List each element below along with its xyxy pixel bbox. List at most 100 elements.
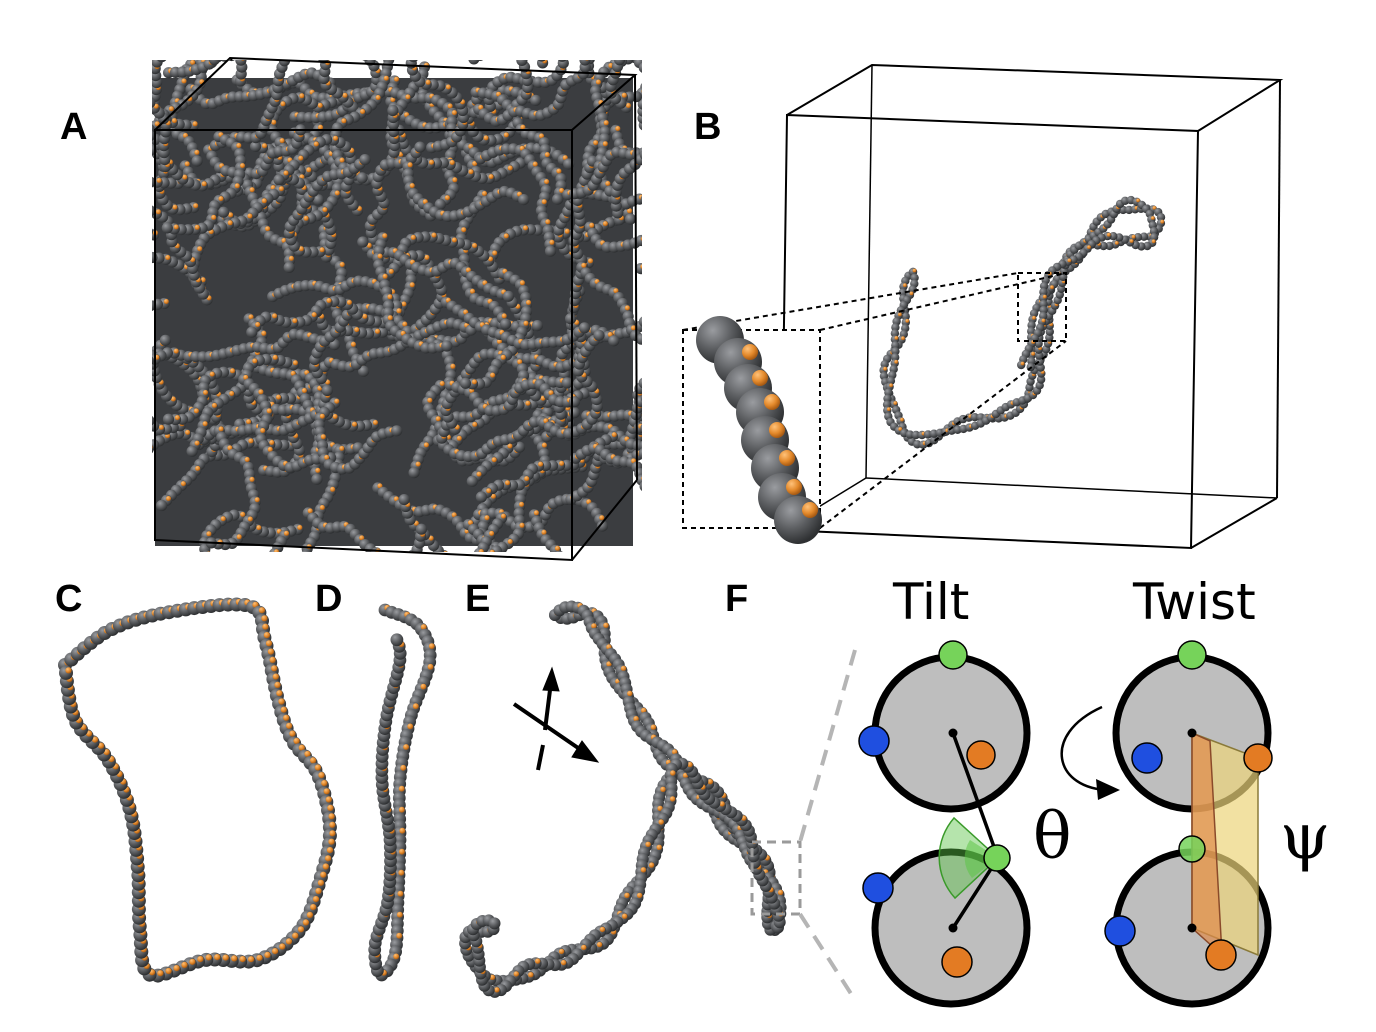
chain-bead bbox=[605, 0, 616, 8]
chain-bead bbox=[648, 390, 659, 401]
chain-bead bbox=[556, 572, 567, 583]
bead-patch bbox=[145, 254, 150, 259]
chain-bead bbox=[613, 41, 624, 52]
chain-bead bbox=[363, 24, 374, 35]
bead-patch bbox=[626, 103, 631, 108]
chain-bead bbox=[213, 48, 224, 59]
bead-patch bbox=[628, 54, 633, 59]
chain-bead bbox=[569, 396, 580, 407]
bead-patch bbox=[329, 813, 335, 819]
chain-bead bbox=[662, 437, 673, 448]
bead-patch bbox=[426, 80, 431, 85]
chain-bead bbox=[650, 504, 661, 515]
bead-patch bbox=[544, 179, 549, 184]
bead-patch bbox=[417, 46, 422, 51]
chain-bead bbox=[113, 344, 124, 355]
chain-bead bbox=[652, 497, 663, 508]
chain-bead bbox=[144, 130, 155, 141]
chain-bead bbox=[663, 336, 674, 347]
bead-patch bbox=[559, 461, 564, 466]
chain-bead bbox=[545, 246, 556, 257]
bead-patch bbox=[533, 162, 538, 167]
chain-bead bbox=[647, 227, 658, 238]
bead-patch bbox=[505, 480, 510, 485]
bead-patch bbox=[203, 421, 208, 426]
chain-bead bbox=[138, 177, 149, 188]
chain-bead bbox=[92, 109, 103, 120]
chain-bead bbox=[655, 527, 666, 538]
chain-bead bbox=[449, 558, 460, 569]
chain-bead bbox=[119, 142, 130, 153]
bead-patch bbox=[657, 223, 662, 228]
chain-bead bbox=[661, 131, 672, 142]
bead-patch bbox=[190, 60, 195, 65]
chain-bead bbox=[666, 396, 677, 407]
bead-patch bbox=[472, 422, 477, 427]
chain-bead bbox=[62, 152, 73, 163]
chain-bead bbox=[617, 0, 628, 2]
chain-bead bbox=[660, 531, 671, 542]
bead-patch bbox=[248, 956, 254, 962]
chain-bead bbox=[649, 491, 660, 502]
chain-bead bbox=[692, 268, 703, 279]
chain-bead bbox=[639, 448, 650, 459]
bead-patch bbox=[653, 392, 658, 397]
bead-patch bbox=[214, 954, 220, 960]
chain-bead bbox=[123, 464, 134, 475]
chain-bead bbox=[311, 474, 322, 485]
chain-bead bbox=[674, 250, 685, 261]
chain-bead bbox=[217, 21, 228, 32]
bead-patch bbox=[119, 139, 124, 144]
chain-bead bbox=[110, 329, 121, 340]
bead-patch bbox=[436, 416, 441, 421]
chain-bead bbox=[70, 192, 81, 203]
chain-bead bbox=[550, 545, 561, 556]
bead-patch bbox=[273, 674, 279, 680]
bead-patch bbox=[603, 141, 608, 146]
chain-bead bbox=[645, 144, 656, 155]
bead-patch bbox=[472, 379, 477, 384]
bead-patch bbox=[266, 640, 272, 646]
chain-bead bbox=[662, 425, 673, 436]
chain-bead bbox=[558, 591, 569, 602]
chain-bead bbox=[126, 350, 137, 361]
bead-patch bbox=[675, 384, 680, 389]
bead-patch bbox=[236, 143, 241, 148]
chain-bead bbox=[655, 142, 666, 153]
chain-bead bbox=[601, 33, 612, 44]
chain-bead bbox=[129, 117, 140, 128]
bead-patch bbox=[250, 477, 255, 482]
bead-patch bbox=[229, 391, 234, 396]
chain-bead bbox=[269, 548, 280, 559]
chain-bead bbox=[552, 38, 563, 49]
bead-patch bbox=[593, 140, 598, 145]
bead-patch bbox=[669, 112, 674, 117]
bead-patch bbox=[298, 156, 303, 161]
bead-patch bbox=[894, 360, 898, 364]
chain-bead bbox=[535, 613, 546, 624]
bead-patch bbox=[542, 530, 547, 535]
bead-patch bbox=[501, 355, 506, 360]
chain-bead bbox=[501, 613, 512, 624]
chain-bead bbox=[518, 194, 529, 205]
chain-bead bbox=[409, 467, 420, 478]
chain-bead bbox=[655, 114, 666, 125]
chain-bead bbox=[585, 46, 596, 57]
bead-patch bbox=[599, 515, 604, 520]
bead-patch bbox=[72, 187, 77, 192]
chain-bead bbox=[689, 164, 700, 175]
chain-bead bbox=[161, 47, 172, 58]
chain-bead bbox=[651, 137, 662, 148]
bead-patch bbox=[165, 255, 170, 260]
chain-bead bbox=[673, 263, 684, 274]
bead-patch bbox=[318, 103, 323, 108]
chain-bead bbox=[526, 0, 537, 2]
bead-patch bbox=[220, 2, 225, 7]
chain-bead bbox=[110, 198, 121, 209]
bead-patch bbox=[489, 531, 494, 536]
bead-patch bbox=[159, 425, 164, 430]
chain-bead bbox=[597, 28, 608, 39]
chain-bead bbox=[59, 666, 73, 680]
bead-patch bbox=[267, 408, 272, 413]
chain-bead bbox=[569, 407, 580, 418]
